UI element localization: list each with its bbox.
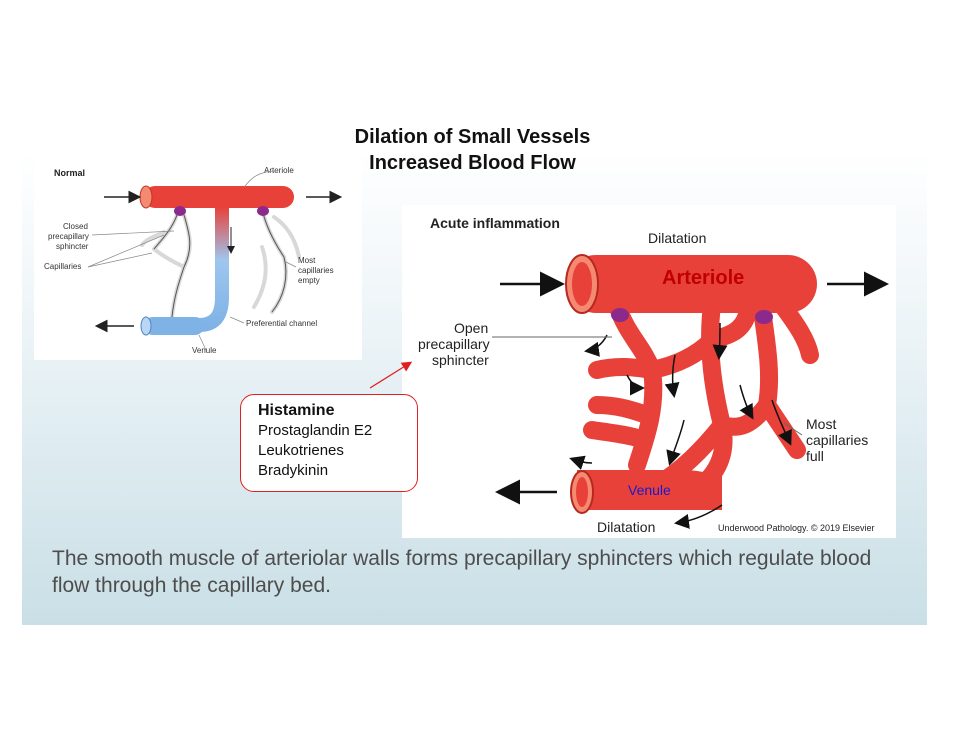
callout-pointer	[369, 361, 413, 389]
dilatation-top-label: Dilatation	[648, 230, 706, 246]
arteriole-label: Arteriole	[662, 267, 744, 289]
mediator-prostaglandin: Prostaglandin E2	[258, 422, 373, 439]
inflammation-leader-lines	[492, 336, 803, 436]
inflammation-vessel-diagram: Acute inflammation	[418, 215, 889, 535]
open-label-1: Open	[454, 320, 488, 336]
normal-venule-end	[140, 316, 152, 336]
mediator-leukotrienes: Leukotrienes	[258, 442, 344, 459]
title-line-2: Increased Blood Flow	[369, 152, 576, 174]
normal-arteriole-label: Arteriole	[264, 166, 294, 175]
slide-caption: The smooth muscle of arteriolar walls fo…	[52, 547, 872, 597]
mediator-bradykinin: Bradykinin	[258, 462, 329, 479]
open-label-3: sphincter	[432, 352, 489, 368]
mediators-callout: Histamine Prostaglandin E2 Leukotrienes …	[240, 394, 418, 492]
dilated-arteriole	[567, 255, 817, 313]
mediator-histamine: Histamine	[258, 402, 335, 419]
normal-arteriole-end	[139, 185, 153, 209]
dilated-arteriole-lumen	[572, 262, 592, 306]
normal-heading: Normal	[54, 168, 85, 178]
dilated-venule	[577, 470, 722, 510]
closed-label-1: Closed	[63, 222, 88, 231]
dilated-venule-lumen	[576, 477, 588, 507]
inflammation-diagram-panel: Acute inflammation	[402, 205, 896, 538]
dilatation-bottom-label: Dilatation	[597, 519, 655, 535]
normal-leader-lines	[87, 170, 297, 351]
slide-title: Dilation of Small Vessels Increased Bloo…	[300, 124, 645, 176]
preferential-label: Preferential channel	[246, 319, 317, 328]
most-full-label-2: capillaries	[806, 432, 868, 448]
venule-label: Venule	[628, 482, 671, 498]
normal-diagram-panel: Normal	[34, 157, 362, 360]
open-sphincter-right	[755, 310, 773, 324]
most-full-label-3: full	[806, 448, 824, 464]
inflammation-heading: Acute inflammation	[430, 215, 560, 231]
title-line-1: Dilation of Small Vessels	[354, 126, 591, 148]
normal-arteriole	[144, 186, 294, 208]
normal-sphincter-left	[174, 206, 186, 216]
most-empty-label-1: Most	[298, 256, 316, 265]
normal-sphincter-right	[257, 206, 269, 216]
open-sphincter-left	[611, 308, 629, 322]
most-empty-label-3: empty	[298, 276, 320, 285]
most-empty-label-2: capillaries	[298, 266, 334, 275]
open-label-2: precapillary	[418, 336, 490, 352]
normal-vessel-diagram: Normal	[44, 166, 343, 355]
closed-label-3: sphincter	[56, 242, 89, 251]
closed-label-2: precapillary	[48, 232, 89, 241]
dilated-capillaries	[583, 296, 819, 494]
most-full-label-1: Most	[806, 416, 836, 432]
image-credit: Underwood Pathology. © 2019 Elsevier	[718, 523, 875, 533]
normal-venule	[144, 317, 204, 335]
normal-venule-label: Venule	[192, 346, 217, 355]
capillaries-label: Capillaries	[44, 262, 81, 271]
